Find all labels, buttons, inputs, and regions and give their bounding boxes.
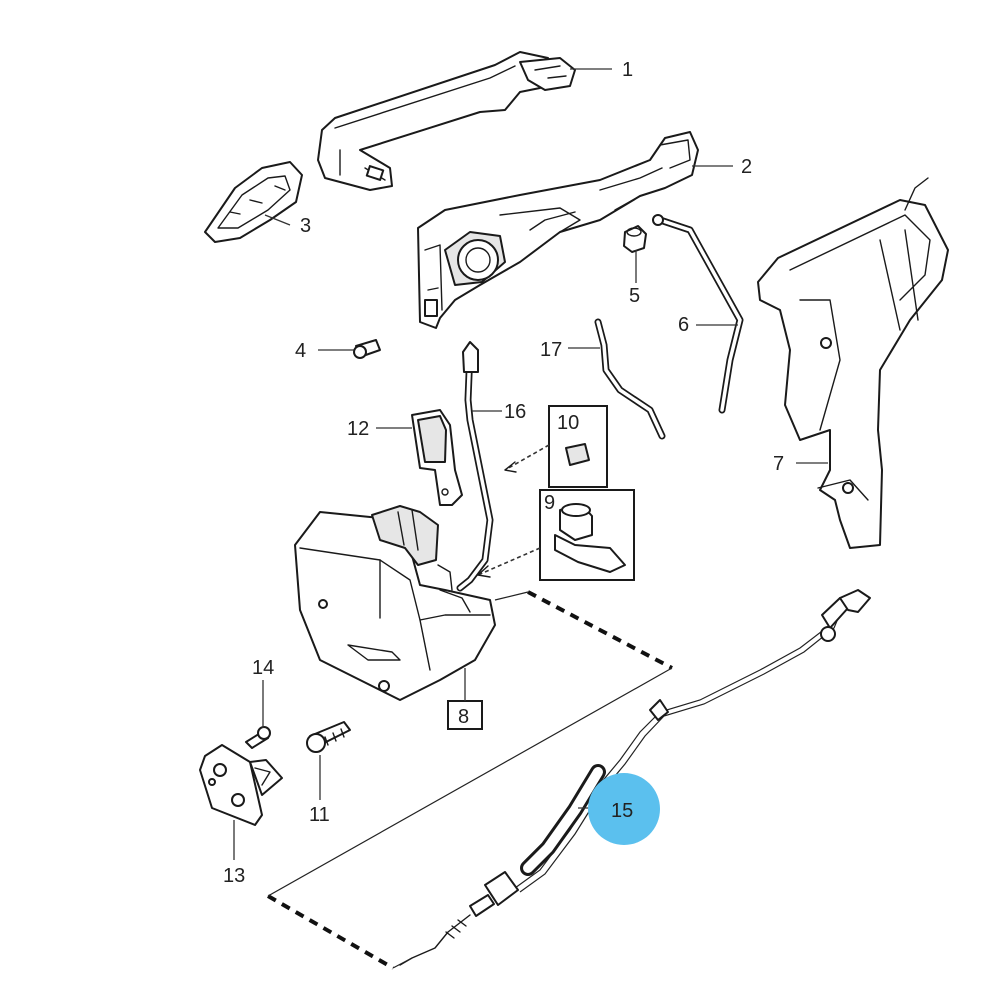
rod-17[interactable] <box>594 318 666 440</box>
callout-3: 3 <box>300 215 311 237</box>
callout-2: 2 <box>741 156 752 178</box>
callout-8: 8 <box>458 706 469 728</box>
screw-14[interactable] <box>245 726 271 749</box>
striker-13[interactable] <box>199 744 283 826</box>
lock-protective-cover[interactable] <box>757 177 949 549</box>
operating-rod-16[interactable] <box>456 341 494 592</box>
screw-11[interactable] <box>306 721 351 753</box>
callout-4: 4 <box>295 340 306 362</box>
callout-15: 15 <box>611 800 633 822</box>
outer-door-handle[interactable] <box>317 51 576 191</box>
door-lock-unit[interactable] <box>294 505 496 701</box>
callout-13: 13 <box>223 865 245 887</box>
leader-lines <box>233 68 828 860</box>
handle-carrier-bracket[interactable] <box>417 131 699 329</box>
inset-part-10 <box>504 405 608 488</box>
callout-box-8 <box>447 668 483 730</box>
link-rod-6[interactable] <box>652 214 744 414</box>
handle-seal-gasket[interactable] <box>204 161 303 243</box>
highlight-marker-15[interactable] <box>588 773 660 845</box>
callout-6: 6 <box>678 314 689 336</box>
callout-12: 12 <box>347 418 369 440</box>
callout-7: 7 <box>773 453 784 475</box>
callout-9: 9 <box>544 492 555 514</box>
callout-14: 14 <box>252 657 274 679</box>
callout-11: 11 <box>309 804 330 826</box>
inset-part-9 <box>477 489 635 581</box>
bracket-12[interactable] <box>411 409 463 506</box>
callout-1: 1 <box>622 59 633 81</box>
callout-5: 5 <box>629 285 640 307</box>
clip-5[interactable] <box>623 225 647 253</box>
callout-17: 17 <box>540 339 562 361</box>
screw-4[interactable] <box>353 339 381 359</box>
callout-16: 16 <box>504 401 526 423</box>
callout-10: 10 <box>557 412 579 434</box>
release-cable-15[interactable] <box>399 589 871 966</box>
detail-dashed-frame <box>267 590 673 970</box>
